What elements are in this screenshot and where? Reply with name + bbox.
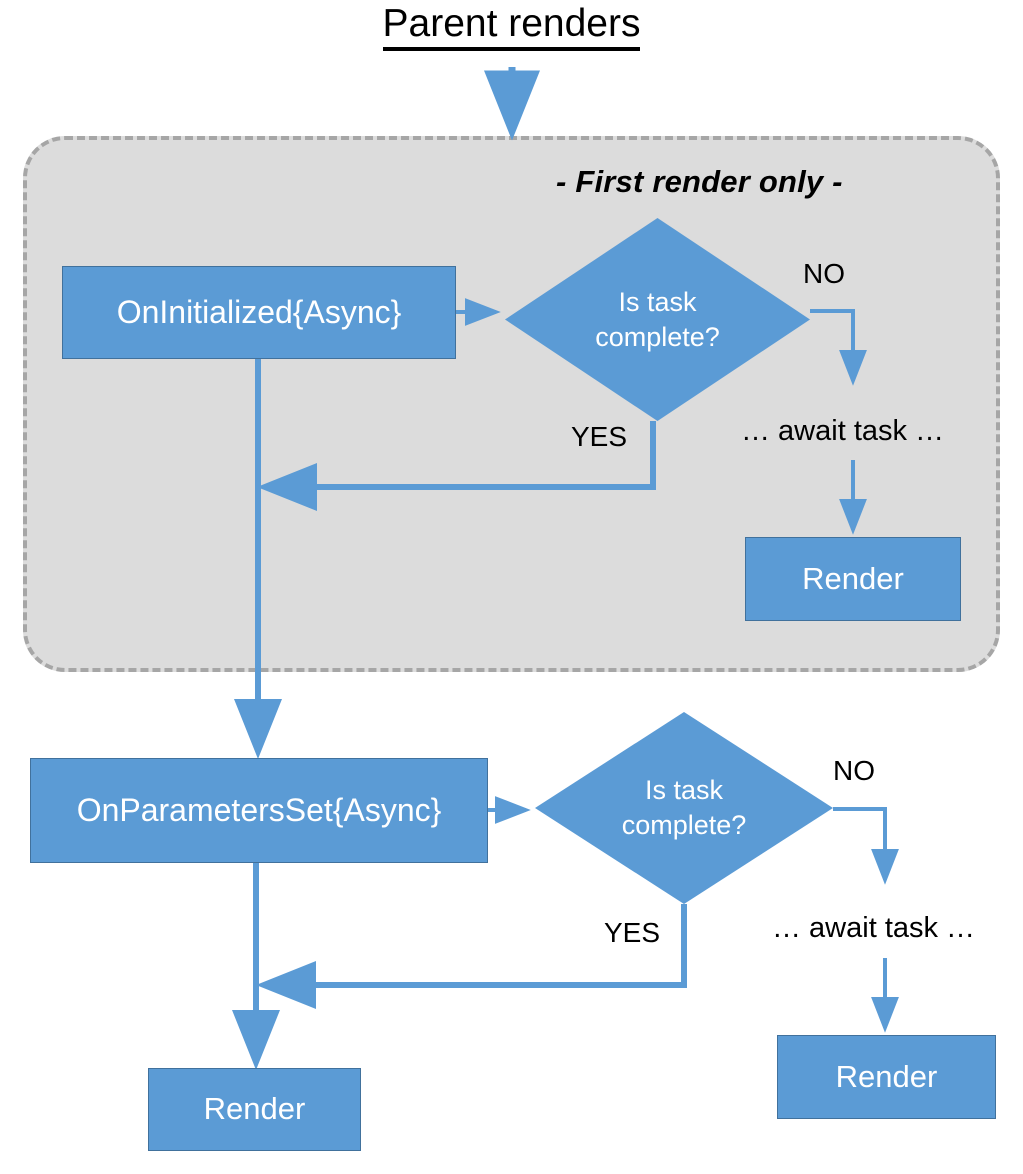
edge-label-no-params: NO xyxy=(833,755,875,786)
edge-label-yes-first: YES xyxy=(571,421,628,452)
page-title: Parent renders xyxy=(0,2,1023,51)
page-title-text: Parent renders xyxy=(382,2,641,51)
decision-is-task-complete-params[interactable]: Is task complete? xyxy=(535,712,833,904)
edge-label-await-first: … await task … xyxy=(741,415,945,447)
node-render-async[interactable]: Render xyxy=(777,1035,996,1119)
diamond-shape-icon xyxy=(535,712,833,904)
edge-label-await-params: … await task … xyxy=(772,912,976,944)
diamond-shape-icon xyxy=(505,218,810,421)
node-render-sync[interactable]: Render xyxy=(148,1068,361,1151)
node-on-parameters-set[interactable]: OnParametersSet{Async} xyxy=(30,758,488,863)
decision-is-task-complete-first[interactable]: Is task complete? xyxy=(505,218,810,421)
node-render-first-render[interactable]: Render xyxy=(745,537,961,621)
edge-label-no-first: NO xyxy=(803,258,845,289)
edge-decision-params-no xyxy=(833,807,899,885)
node-on-initialized[interactable]: OnInitialized{Async} xyxy=(62,266,456,359)
first-render-only-note: - First render only - xyxy=(556,164,843,199)
edge-label-yes-params: YES xyxy=(604,917,661,948)
